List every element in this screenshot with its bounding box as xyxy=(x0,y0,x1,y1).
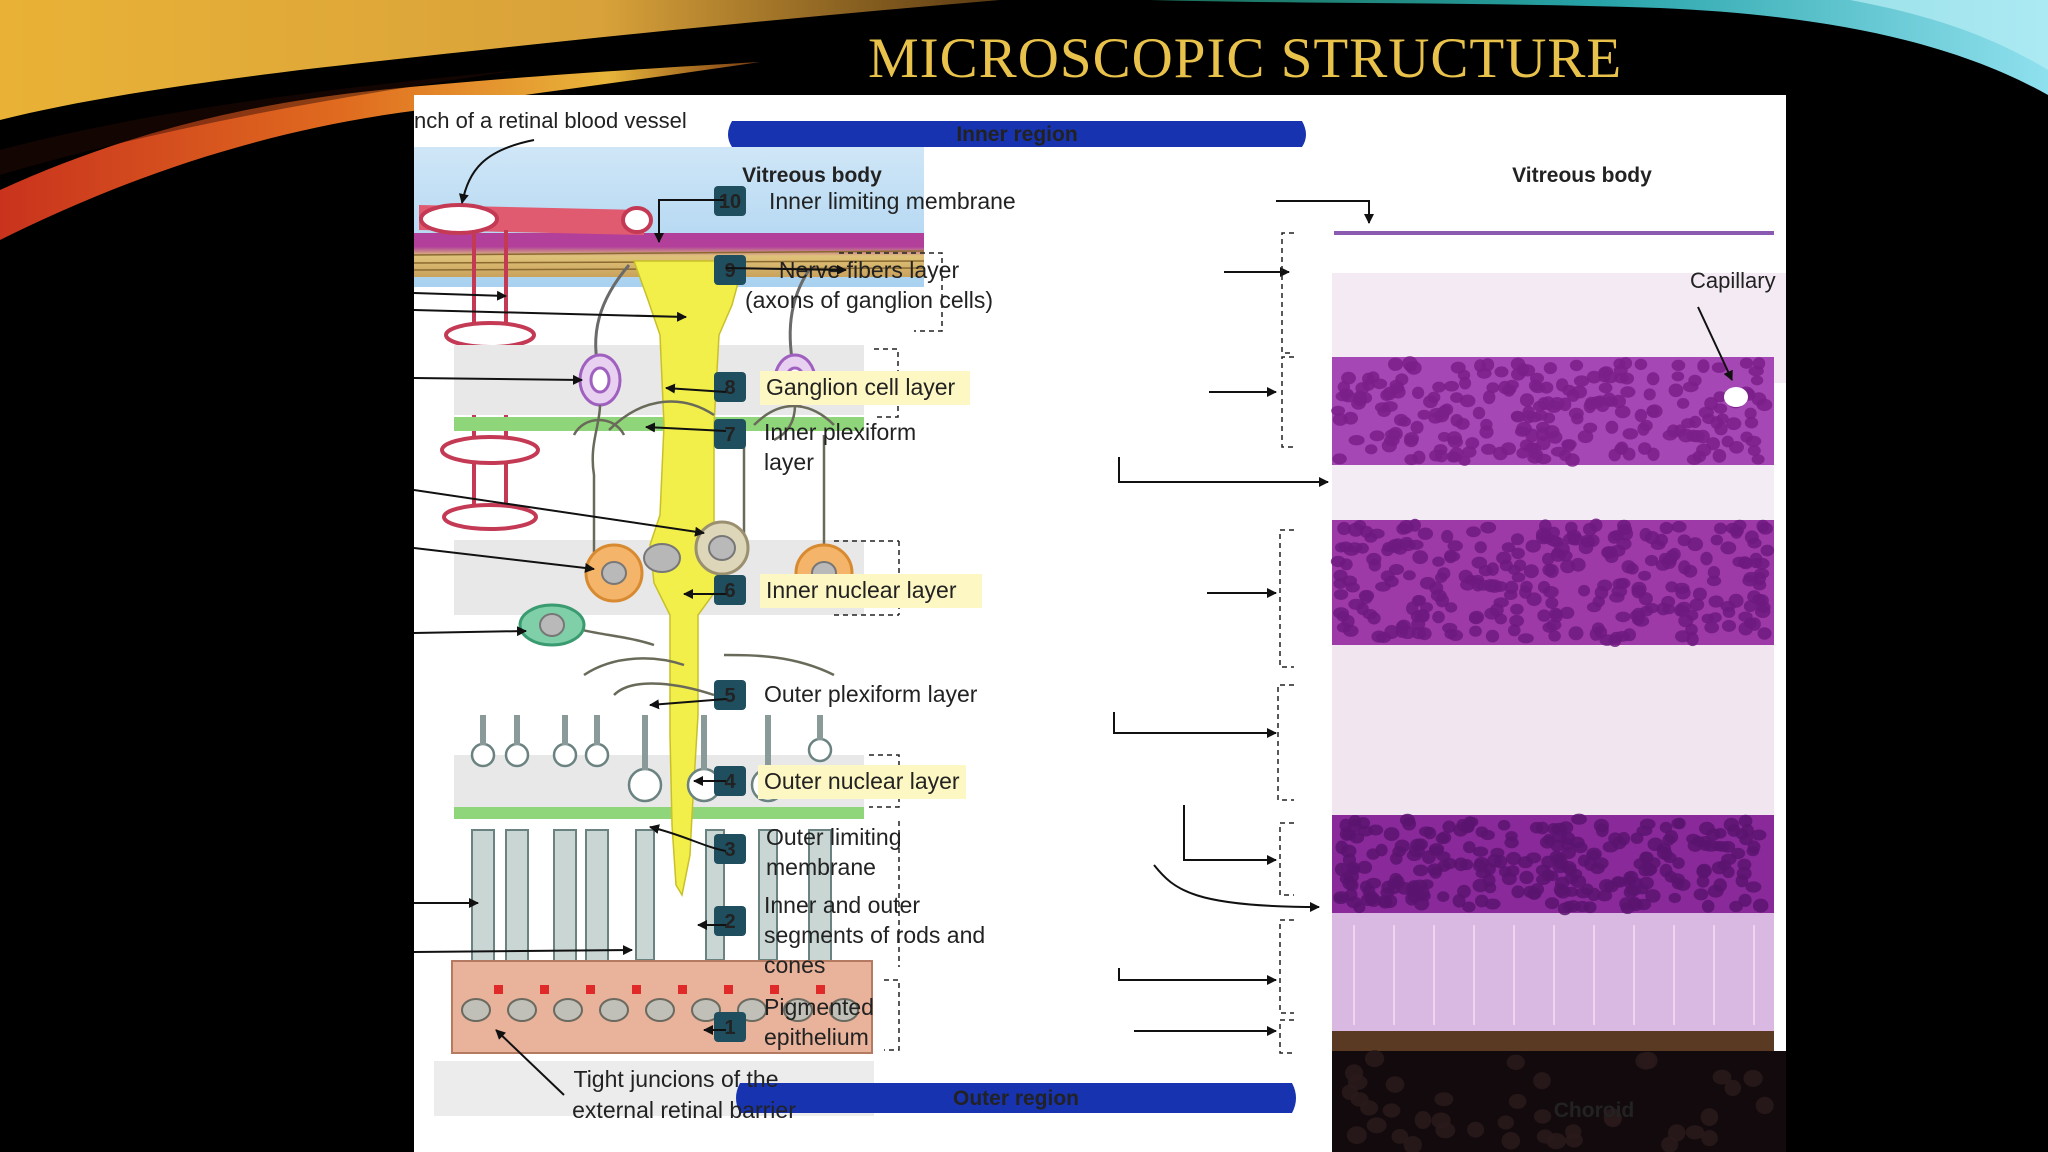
layer-label-8: 8 Ganglion cell layer xyxy=(714,371,970,405)
layer-label-2: 2 Inner and outer segments of rods and cone… xyxy=(714,892,985,978)
layer-name-line: Inner and outer xyxy=(764,892,920,918)
layer-number: 1 xyxy=(724,1017,735,1039)
layer-number-badge xyxy=(714,255,746,285)
schematic-vitreous-label: Vitreous body xyxy=(742,164,882,187)
capillary-label: Capillary xyxy=(1690,268,1776,293)
micrograph-connector-arrows xyxy=(645,199,1374,1036)
layer-label-4: 4 Outer nuclear layer xyxy=(714,765,966,799)
layer-number-badge xyxy=(714,186,746,216)
retina-figure: Inner region Outer region 10 Inner limiti… xyxy=(414,95,1786,1152)
layer-number-badge xyxy=(714,1012,746,1042)
layer-name-line: Inner limiting membrane xyxy=(769,188,1016,214)
layer-number: 9 xyxy=(724,260,735,282)
outer-limiting-band xyxy=(454,807,864,819)
dendrites xyxy=(563,400,835,697)
retina-diagram: Inner region Outer region 10 Inner limiti… xyxy=(414,108,1786,1152)
layer-label-10: 10 Inner limiting membrane xyxy=(714,186,1016,216)
layer-number-badge xyxy=(714,906,746,936)
layer-name-line: Inner nuclear layer xyxy=(766,577,957,603)
layer-number-badge xyxy=(714,372,746,402)
layer-label-5: 5 Outer plexiform layer xyxy=(714,680,978,710)
layer-name-line: membrane xyxy=(766,854,876,880)
layer-number: 7 xyxy=(724,424,735,446)
layer-number: 5 xyxy=(724,685,735,707)
layer-name-line: layer xyxy=(764,449,814,475)
layer-number-badge xyxy=(714,680,746,710)
capillary-lumen xyxy=(1724,387,1748,407)
slide-title: MICROSCOPIC STRUCTURE xyxy=(868,27,1623,90)
layer-number: 2 xyxy=(724,911,735,933)
layer-highlight xyxy=(760,371,970,405)
micrograph-panel xyxy=(1330,227,1786,1152)
layer-number: 4 xyxy=(724,771,736,793)
tight-junctions-label-line2: external retinal barrier xyxy=(572,1097,796,1123)
inner-plexiform-band xyxy=(454,417,864,431)
layer-name-line: cones xyxy=(764,952,825,978)
tight-junctions-label-line1: Tight juncions of the xyxy=(574,1066,779,1092)
layer-name-line: Inner plexiform xyxy=(764,419,916,445)
muller-cell xyxy=(632,260,745,898)
layer-number: 3 xyxy=(724,839,735,861)
layer-number-badge xyxy=(714,766,746,796)
micrograph-brackets xyxy=(1277,232,1294,1054)
layer-name-line: epithelium xyxy=(764,1024,869,1050)
layer-name-line: Outer nuclear layer xyxy=(764,768,960,794)
retinal-blood-vessel xyxy=(419,203,653,531)
layer-label-6: 6 Inner nuclear layer xyxy=(714,574,982,608)
region-banners xyxy=(728,121,1306,1113)
layer-highlight xyxy=(760,574,982,608)
retinal-vessel-label: nch of a retinal blood vessel xyxy=(414,108,687,133)
layer-label-7: 7 Inner plexiform layer xyxy=(714,419,916,475)
pigment-stain xyxy=(1332,1031,1774,1051)
layer-number-badge xyxy=(714,419,746,449)
layer-highlight xyxy=(758,765,966,799)
layer-number-badge xyxy=(714,575,746,605)
layer-name-line: Pigmented xyxy=(764,994,874,1020)
capillary-arrow xyxy=(1697,306,1733,381)
layer-number: 8 xyxy=(724,377,735,399)
schematic-pointer-arrows xyxy=(414,139,705,1096)
layer-name-line: Ganglion cell layer xyxy=(766,374,956,400)
layer-name-line: Outer plexiform layer xyxy=(764,681,978,707)
choroid-label: Choroid xyxy=(1554,1099,1634,1122)
stained-nuclei xyxy=(1330,356,1775,1152)
micrograph-vitreous-label: Vitreous body xyxy=(1512,164,1652,187)
outer-region-label: Outer region xyxy=(953,1087,1079,1110)
layer-name-line: segments of rods and xyxy=(764,922,985,948)
layer-name-line: (axons of ganglion cells) xyxy=(745,287,993,313)
inner-region-label: Inner region xyxy=(956,123,1077,146)
layer-name-line: Outer limiting xyxy=(766,824,901,850)
layer-number-badge xyxy=(714,834,746,864)
inner-limiting-band xyxy=(414,233,924,247)
pigmented-epithelium-cells xyxy=(451,960,873,1054)
layer-number: 10 xyxy=(719,191,741,213)
layer-number: 6 xyxy=(724,580,735,602)
layer-label-3: 3 Outer limiting membrane xyxy=(714,824,901,880)
layer-label-1: 1 Pigmented epithelium xyxy=(714,994,874,1050)
